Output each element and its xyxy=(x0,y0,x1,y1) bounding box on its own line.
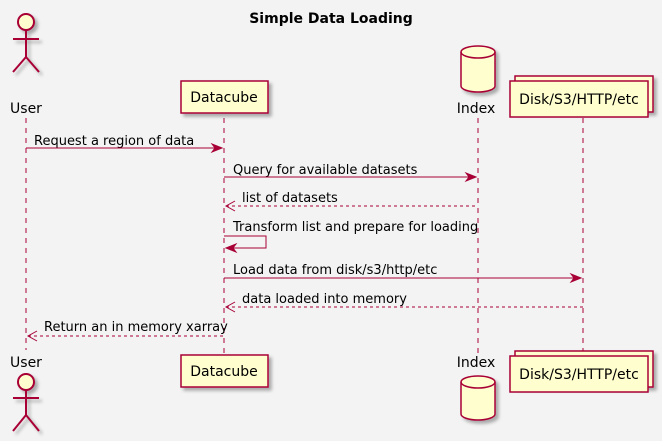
message-2-arrowhead xyxy=(464,171,478,183)
participant-index-bottom-label: Index xyxy=(457,355,496,371)
participant-datacube-label: Datacube xyxy=(190,90,258,106)
participant-user-label: User xyxy=(10,101,42,117)
message-4-arrowhead xyxy=(224,242,238,254)
message-5-label: Load data from disk/s3/http/etc xyxy=(233,263,437,278)
user-actor-bottom-icon xyxy=(12,373,40,432)
participant-datacube-box xyxy=(180,80,269,114)
message-3-arrowhead xyxy=(224,200,236,212)
index-database-bottom-icon xyxy=(460,375,496,421)
message-1-label: Request a region of data xyxy=(34,134,194,149)
participant-index-label: Index xyxy=(457,101,496,117)
participant-storage-label: Disk/S3/HTTP/etc xyxy=(519,92,639,108)
message-4-label: Transform list and prepare for loading xyxy=(232,220,478,235)
participant-user-bottom-label: User xyxy=(10,355,42,371)
message-2-label: Query for available datasets xyxy=(233,163,418,178)
message-7-label: Return an in memory xarray xyxy=(44,320,228,335)
participant-datacube-bottom-box xyxy=(180,354,269,388)
message-5-arrowhead xyxy=(569,272,583,284)
participant-storage-bottom-label: Disk/S3/HTTP/etc xyxy=(519,367,639,383)
diagram-title: Simple Data Loading xyxy=(249,11,413,27)
index-database-icon xyxy=(460,45,496,93)
message-3-label: list of datasets xyxy=(242,191,338,206)
storage-collections-box xyxy=(509,75,654,118)
user-actor-icon xyxy=(12,13,40,73)
message-4-arrow xyxy=(224,235,267,249)
storage-collections-bottom-box xyxy=(509,350,654,393)
message-6-arrowhead xyxy=(224,301,236,313)
message-7-arrowhead xyxy=(26,330,38,342)
message-1-arrowhead xyxy=(210,142,224,154)
participant-datacube-bottom-label: Datacube xyxy=(190,364,258,380)
message-6-label: data loaded into memory xyxy=(242,292,407,307)
